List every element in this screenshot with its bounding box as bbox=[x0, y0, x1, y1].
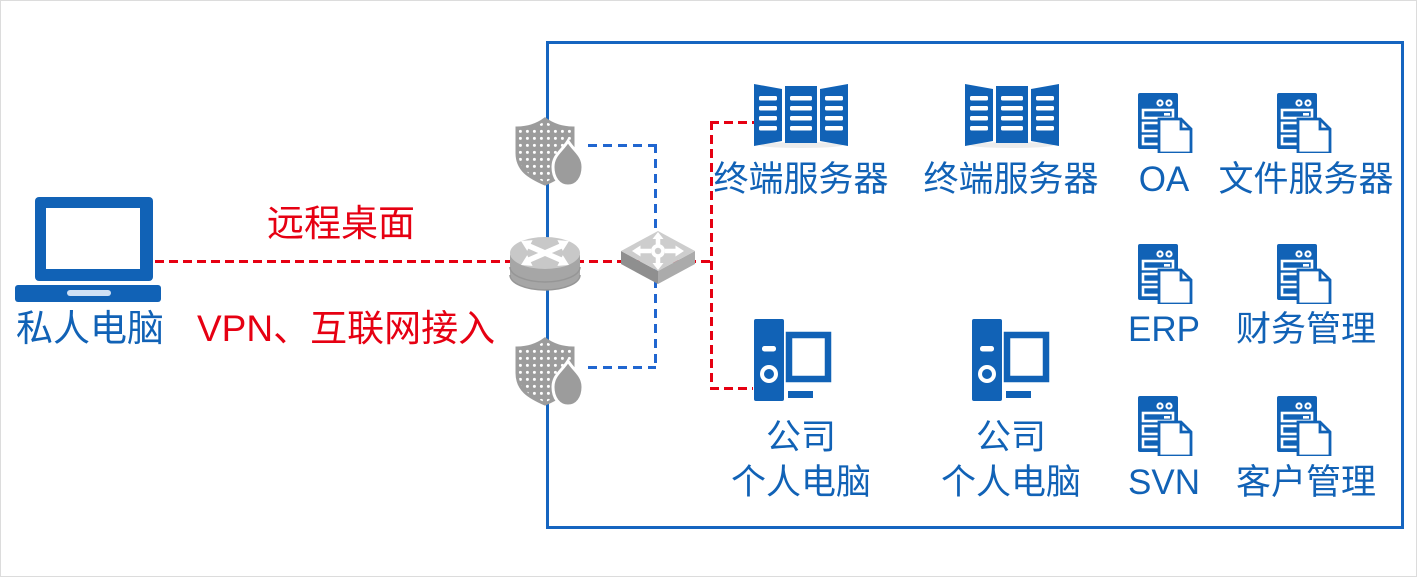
server-rack-icon bbox=[965, 84, 1059, 148]
firewall-shield-flame-icon bbox=[515, 337, 585, 408]
router-icon bbox=[509, 237, 581, 291]
vpn-internet-access-label: VPN、互联网接入 bbox=[197, 308, 496, 349]
remote-desktop-label: 远程桌面 bbox=[267, 203, 415, 244]
desktop-pc-icon bbox=[972, 319, 1050, 401]
file-server-icon bbox=[1277, 93, 1332, 153]
file-server-icon bbox=[1277, 396, 1332, 456]
app-server-label: 客户管理 bbox=[1235, 463, 1376, 502]
company-pc-label: 公司 个人电脑 bbox=[730, 418, 871, 502]
app-server-label: OA bbox=[1138, 160, 1190, 199]
firewall-top-link-line bbox=[588, 144, 656, 147]
app-server-label: 财务管理 bbox=[1235, 310, 1376, 349]
file-server-icon bbox=[1138, 244, 1193, 304]
firewall-bottom-link-line bbox=[588, 366, 656, 369]
server-rack-icon bbox=[754, 84, 848, 148]
terminal-server-label: 终端服务器 bbox=[713, 160, 889, 199]
red-branch-vertical-line bbox=[710, 121, 713, 390]
app-server-label: ERP bbox=[1128, 310, 1200, 349]
firewall-shield-flame-icon bbox=[515, 117, 585, 188]
red-branch-to-pc-line bbox=[710, 387, 753, 390]
company-pc-label: 公司 个人电脑 bbox=[940, 418, 1081, 502]
app-server-label: SVN bbox=[1128, 463, 1200, 502]
switch-icon bbox=[621, 231, 695, 284]
remote-desktop-link-line bbox=[155, 260, 713, 263]
file-server-icon bbox=[1138, 396, 1193, 456]
app-server-label: 文件服务器 bbox=[1218, 160, 1394, 199]
desktop-pc-icon bbox=[754, 319, 832, 401]
red-branch-to-server-line bbox=[710, 121, 756, 124]
private-pc-label: 私人电脑 bbox=[16, 308, 164, 349]
laptop-icon bbox=[15, 197, 161, 302]
file-server-icon bbox=[1138, 93, 1193, 153]
file-server-icon bbox=[1277, 244, 1332, 304]
terminal-server-label: 终端服务器 bbox=[923, 160, 1099, 199]
